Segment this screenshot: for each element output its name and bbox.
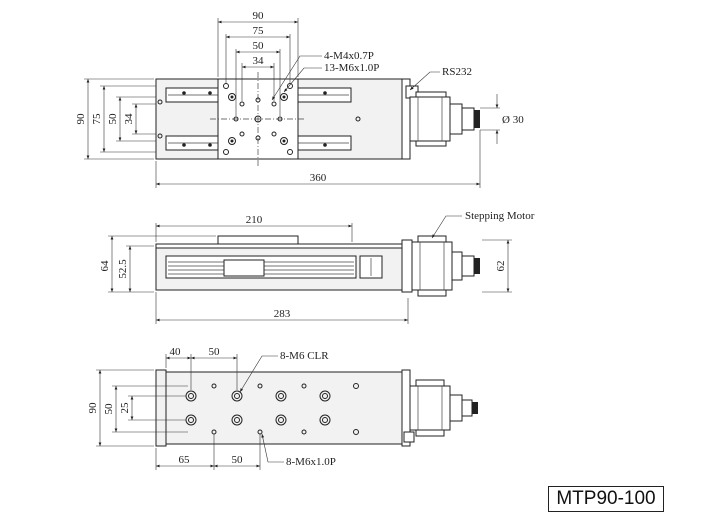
- top-view: 90 75 50 34 4-M4x0.7P 13-M6x1.0P RS232 Ø…: [75, 10, 524, 188]
- bottom-end-plate-left: [155, 369, 167, 447]
- dim-62: 62: [495, 261, 507, 272]
- dim-90-top: 90: [253, 10, 265, 22]
- bottom-view: 40 50 65 50 90 50 25 8-M6 CLR 8-M6x1.0P: [87, 346, 478, 470]
- top-table-holes: [223, 83, 293, 155]
- dim-40: 40: [170, 346, 182, 358]
- dim-90-left: 90: [75, 113, 87, 125]
- callout-rs232: RS232: [442, 66, 472, 78]
- dim-25-bottom-left: 25: [119, 402, 131, 414]
- dim-75-top: 75: [253, 25, 265, 37]
- callout-m4: 4-M4x0.7P: [324, 50, 374, 62]
- callout-stepping-motor: Stepping Motor: [465, 210, 535, 222]
- dim-283: 283: [274, 308, 291, 320]
- dim-34-left: 34: [123, 113, 135, 125]
- bottom-base-body: [165, 371, 403, 445]
- dim-360: 360: [310, 172, 327, 184]
- side-motor: [411, 241, 453, 291]
- dim-210: 210: [246, 214, 263, 226]
- model-label: MTP90-100: [548, 486, 664, 512]
- dim-52-5: 52.5: [117, 259, 129, 279]
- dim-50-top: 50: [253, 40, 265, 52]
- dim-50-bottom-top: 50: [209, 346, 221, 358]
- dim-50-bottom-lower: 50: [232, 454, 244, 466]
- dim-64: 64: [99, 260, 111, 272]
- dim-50-bottom-left: 50: [103, 403, 115, 415]
- callout-m6-top: 13-M6x1.0P: [324, 62, 379, 74]
- dim-65: 65: [179, 454, 191, 466]
- side-end-block: [401, 239, 413, 293]
- dim-90-bottom-left: 90: [87, 402, 99, 414]
- knob-diameter: Ø 30: [502, 114, 524, 126]
- callout-m6-bottom: 8-M6x1.0P: [286, 456, 336, 468]
- dim-75-left: 75: [91, 113, 103, 125]
- dim-34-top: 34: [253, 55, 265, 67]
- top-motor: [409, 96, 451, 142]
- bottom-motor: [409, 385, 451, 431]
- side-view: 210 283 64 52.5 62 Stepping Motor: [99, 210, 535, 324]
- dim-50-left: 50: [107, 113, 119, 125]
- side-carriage: [223, 259, 265, 277]
- callout-m6-clr: 8-M6 CLR: [280, 350, 329, 362]
